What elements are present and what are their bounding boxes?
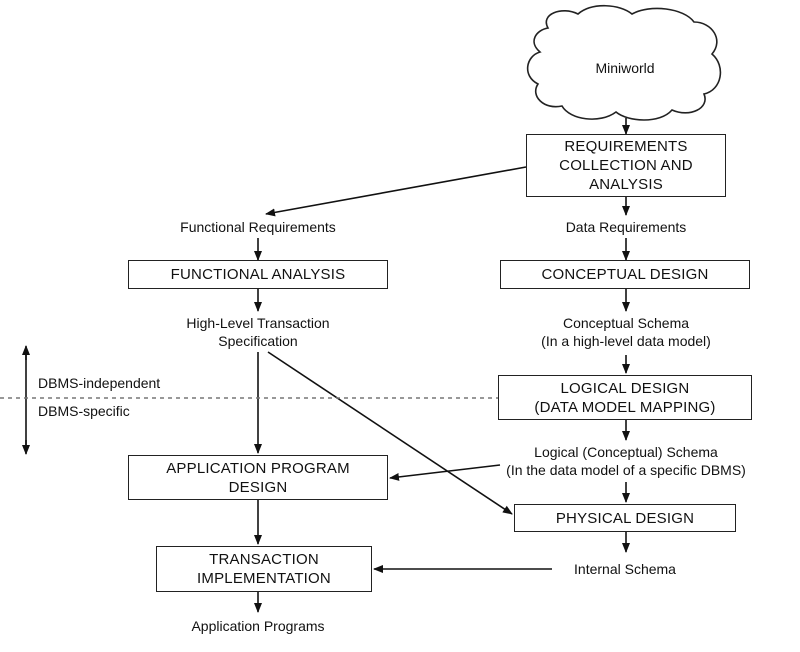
conceptual-schema-label: Conceptual Schema (In a high-level data … bbox=[516, 314, 736, 350]
functional-analysis-box: FUNCTIONAL ANALYSIS bbox=[128, 260, 388, 289]
conceptual-schema-line-2: (In a high-level data model) bbox=[541, 333, 711, 349]
hlt-line-1: High-Level Transaction bbox=[186, 315, 330, 331]
application-program-design-box: APPLICATION PROGRAM DESIGN bbox=[128, 455, 388, 500]
functional-analysis-text: FUNCTIONAL ANALYSIS bbox=[170, 266, 346, 283]
dbms-specific-label: DBMS-specific bbox=[38, 403, 130, 419]
arrow-hlt-to-physical bbox=[267, 351, 513, 515]
physical-design-text: PHYSICAL DESIGN bbox=[555, 509, 695, 527]
high-level-transaction-label: High-Level Transaction Specification bbox=[148, 314, 368, 350]
hlt-line-2: Specification bbox=[218, 333, 298, 349]
logical-schema-line-1: Logical (Conceptual) Schema bbox=[534, 444, 718, 460]
arrow-requirements-to-functional-req bbox=[265, 166, 527, 217]
requirements-line-1: REQUIREMENTS bbox=[564, 138, 688, 155]
logical-design-line-2: (DATA MODEL MAPPING) bbox=[534, 398, 716, 416]
conceptual-schema-line-1: Conceptual Schema bbox=[562, 315, 690, 331]
conceptual-design-text: CONCEPTUAL DESIGN bbox=[541, 266, 709, 283]
logical-schema-label: Logical (Conceptual) Schema (In the data… bbox=[456, 443, 796, 479]
app-design-line-1: APPLICATION PROGRAM bbox=[166, 459, 350, 477]
transaction-line-2: IMPLEMENTATION bbox=[197, 570, 331, 587]
requirements-box: REQUIREMENTS COLLECTION AND ANALYSIS bbox=[526, 134, 726, 197]
requirements-line-2: COLLECTION AND bbox=[559, 157, 693, 174]
application-programs-label: Application Programs bbox=[191, 618, 325, 634]
miniworld-label: Miniworld bbox=[595, 60, 655, 76]
logical-design-line-1: LOGICAL DESIGN bbox=[560, 379, 690, 397]
miniworld-cloud-shape bbox=[526, 4, 722, 121]
internal-schema-label: Internal Schema bbox=[574, 561, 676, 577]
logical-design-box: LOGICAL DESIGN (DATA MODEL MAPPING) bbox=[498, 375, 752, 420]
physical-design-box: PHYSICAL DESIGN bbox=[514, 504, 736, 532]
transaction-implementation-box: TRANSACTION IMPLEMENTATION bbox=[156, 546, 372, 592]
app-design-line-2: DESIGN bbox=[228, 478, 288, 496]
transaction-line-1: TRANSACTION bbox=[209, 551, 319, 568]
arrow-logschema-to-app-design bbox=[389, 464, 501, 481]
requirements-line-3: ANALYSIS bbox=[589, 176, 663, 193]
conceptual-design-box: CONCEPTUAL DESIGN bbox=[500, 260, 750, 289]
functional-requirements-label: Functional Requirements bbox=[180, 219, 336, 235]
logical-schema-line-2: (In the data model of a specific DBMS) bbox=[506, 462, 746, 478]
data-requirements-label: Data Requirements bbox=[565, 219, 687, 235]
dbms-independent-label: DBMS-independent bbox=[38, 375, 161, 391]
